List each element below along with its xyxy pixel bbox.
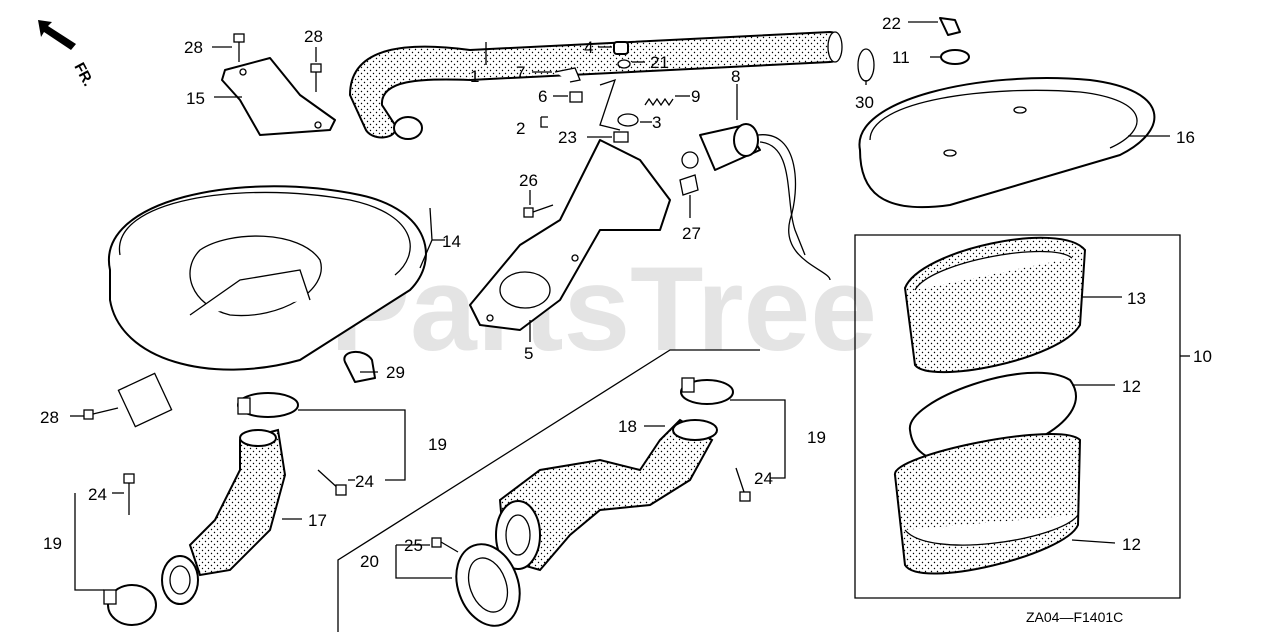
part-22-clip[interactable] [939,17,961,36]
callout-15: 15 [186,89,205,108]
callout-12-upper: 12 [1122,377,1141,396]
part-9-spring[interactable] [644,97,674,107]
part-14-air-cleaner-base[interactable] [107,185,427,428]
callout-14: 14 [442,232,461,251]
callout-13: 13 [1127,289,1146,308]
part-2-rod[interactable] [599,78,621,131]
callout-20: 20 [360,552,379,571]
callout-19-left-lower: 19 [43,534,62,553]
callout-5: 5 [524,344,533,363]
callout-11: 11 [892,48,910,67]
callout-3: 3 [652,113,661,132]
callout-19-right: 19 [807,428,826,447]
part-27-clip[interactable] [679,174,699,196]
callout-24-left-upper: 24 [355,472,374,491]
front-direction-label: FR. [70,60,96,89]
callout-29: 29 [386,363,405,382]
callout-26: 26 [519,171,538,190]
part-1-air-hose[interactable] [348,30,843,140]
callout-28-top-left: 28 [184,38,203,57]
part-7-link[interactable] [554,67,581,83]
part-28-bolt-top-right[interactable] [310,63,322,92]
callout-16: 16 [1176,128,1195,147]
callout-17: 17 [308,511,327,530]
part-6-nut[interactable] [569,91,583,103]
part-23-nut[interactable] [613,131,629,143]
part-8-solenoid[interactable] [681,123,831,281]
part-24-screw-lower-left[interactable] [123,473,135,515]
part-29-clip[interactable] [343,351,376,383]
callout-6: 6 [538,87,547,106]
part-25-screw[interactable] [431,537,459,553]
front-arrow-icon [38,20,76,50]
part-21-nut[interactable] [617,59,631,69]
part-12-paper-filter[interactable] [894,433,1082,575]
part-11-grommet[interactable] [940,49,970,65]
part-13-foam-filter[interactable] [903,236,1087,374]
part-19-clamp-right[interactable] [680,377,734,405]
front-direction-indicator: FR. [38,20,97,89]
callout-10: 10 [1193,347,1212,366]
callout-18: 18 [618,417,637,436]
callout-4: 4 [584,38,593,57]
callout-24-right: 24 [754,469,773,488]
part-19-clamp-lower-left[interactable] [103,584,157,626]
callout-19-left-upper: 19 [428,435,447,454]
part-18-intake-tube[interactable] [495,418,718,572]
callout-28-top-right: 28 [304,27,323,46]
part-4-cap[interactable] [613,41,629,55]
part-20-gasket[interactable] [445,535,530,634]
callout-8: 8 [731,67,740,86]
callout-9: 9 [691,87,700,106]
part-15-bracket[interactable] [221,57,336,136]
part-3-washer[interactable] [617,113,639,127]
callout-25: 25 [404,536,423,555]
callout-12-lower: 12 [1122,535,1141,554]
part-28-bolt-left[interactable] [83,407,119,420]
callout-27: 27 [682,224,701,243]
callout-labels: 1 2 3 4 5 6 7 8 9 10 11 12 12 13 14 15 1… [40,14,1212,571]
callout-22: 22 [882,14,901,33]
part-24-screw-upper-left[interactable] [317,469,347,496]
part-5-mounting-bracket[interactable] [469,139,671,331]
part-19-clamp-upper-left[interactable] [237,392,299,418]
callout-1: 1 [470,67,479,86]
callout-7: 7 [516,63,525,82]
diagram-code: ZA04—F1401C [1026,609,1123,625]
part-10-filter-assembly[interactable] [854,234,1181,599]
part-24-screw-right[interactable] [735,467,751,502]
callout-23: 23 [558,128,577,147]
part-16-cover[interactable] [858,77,1156,209]
callout-30: 30 [855,93,874,112]
callout-24-left-lower: 24 [88,485,107,504]
part-17-elbow-tube[interactable] [161,428,287,605]
callout-2: 2 [516,119,525,138]
part-30-ring[interactable] [857,48,875,82]
callout-21: 21 [650,53,669,72]
part-26-screw[interactable] [523,204,554,218]
leader-lines [70,21,1190,591]
part-28-bolt-top-left[interactable] [233,33,245,62]
group-divider [337,349,760,632]
callout-28-left: 28 [40,408,59,427]
